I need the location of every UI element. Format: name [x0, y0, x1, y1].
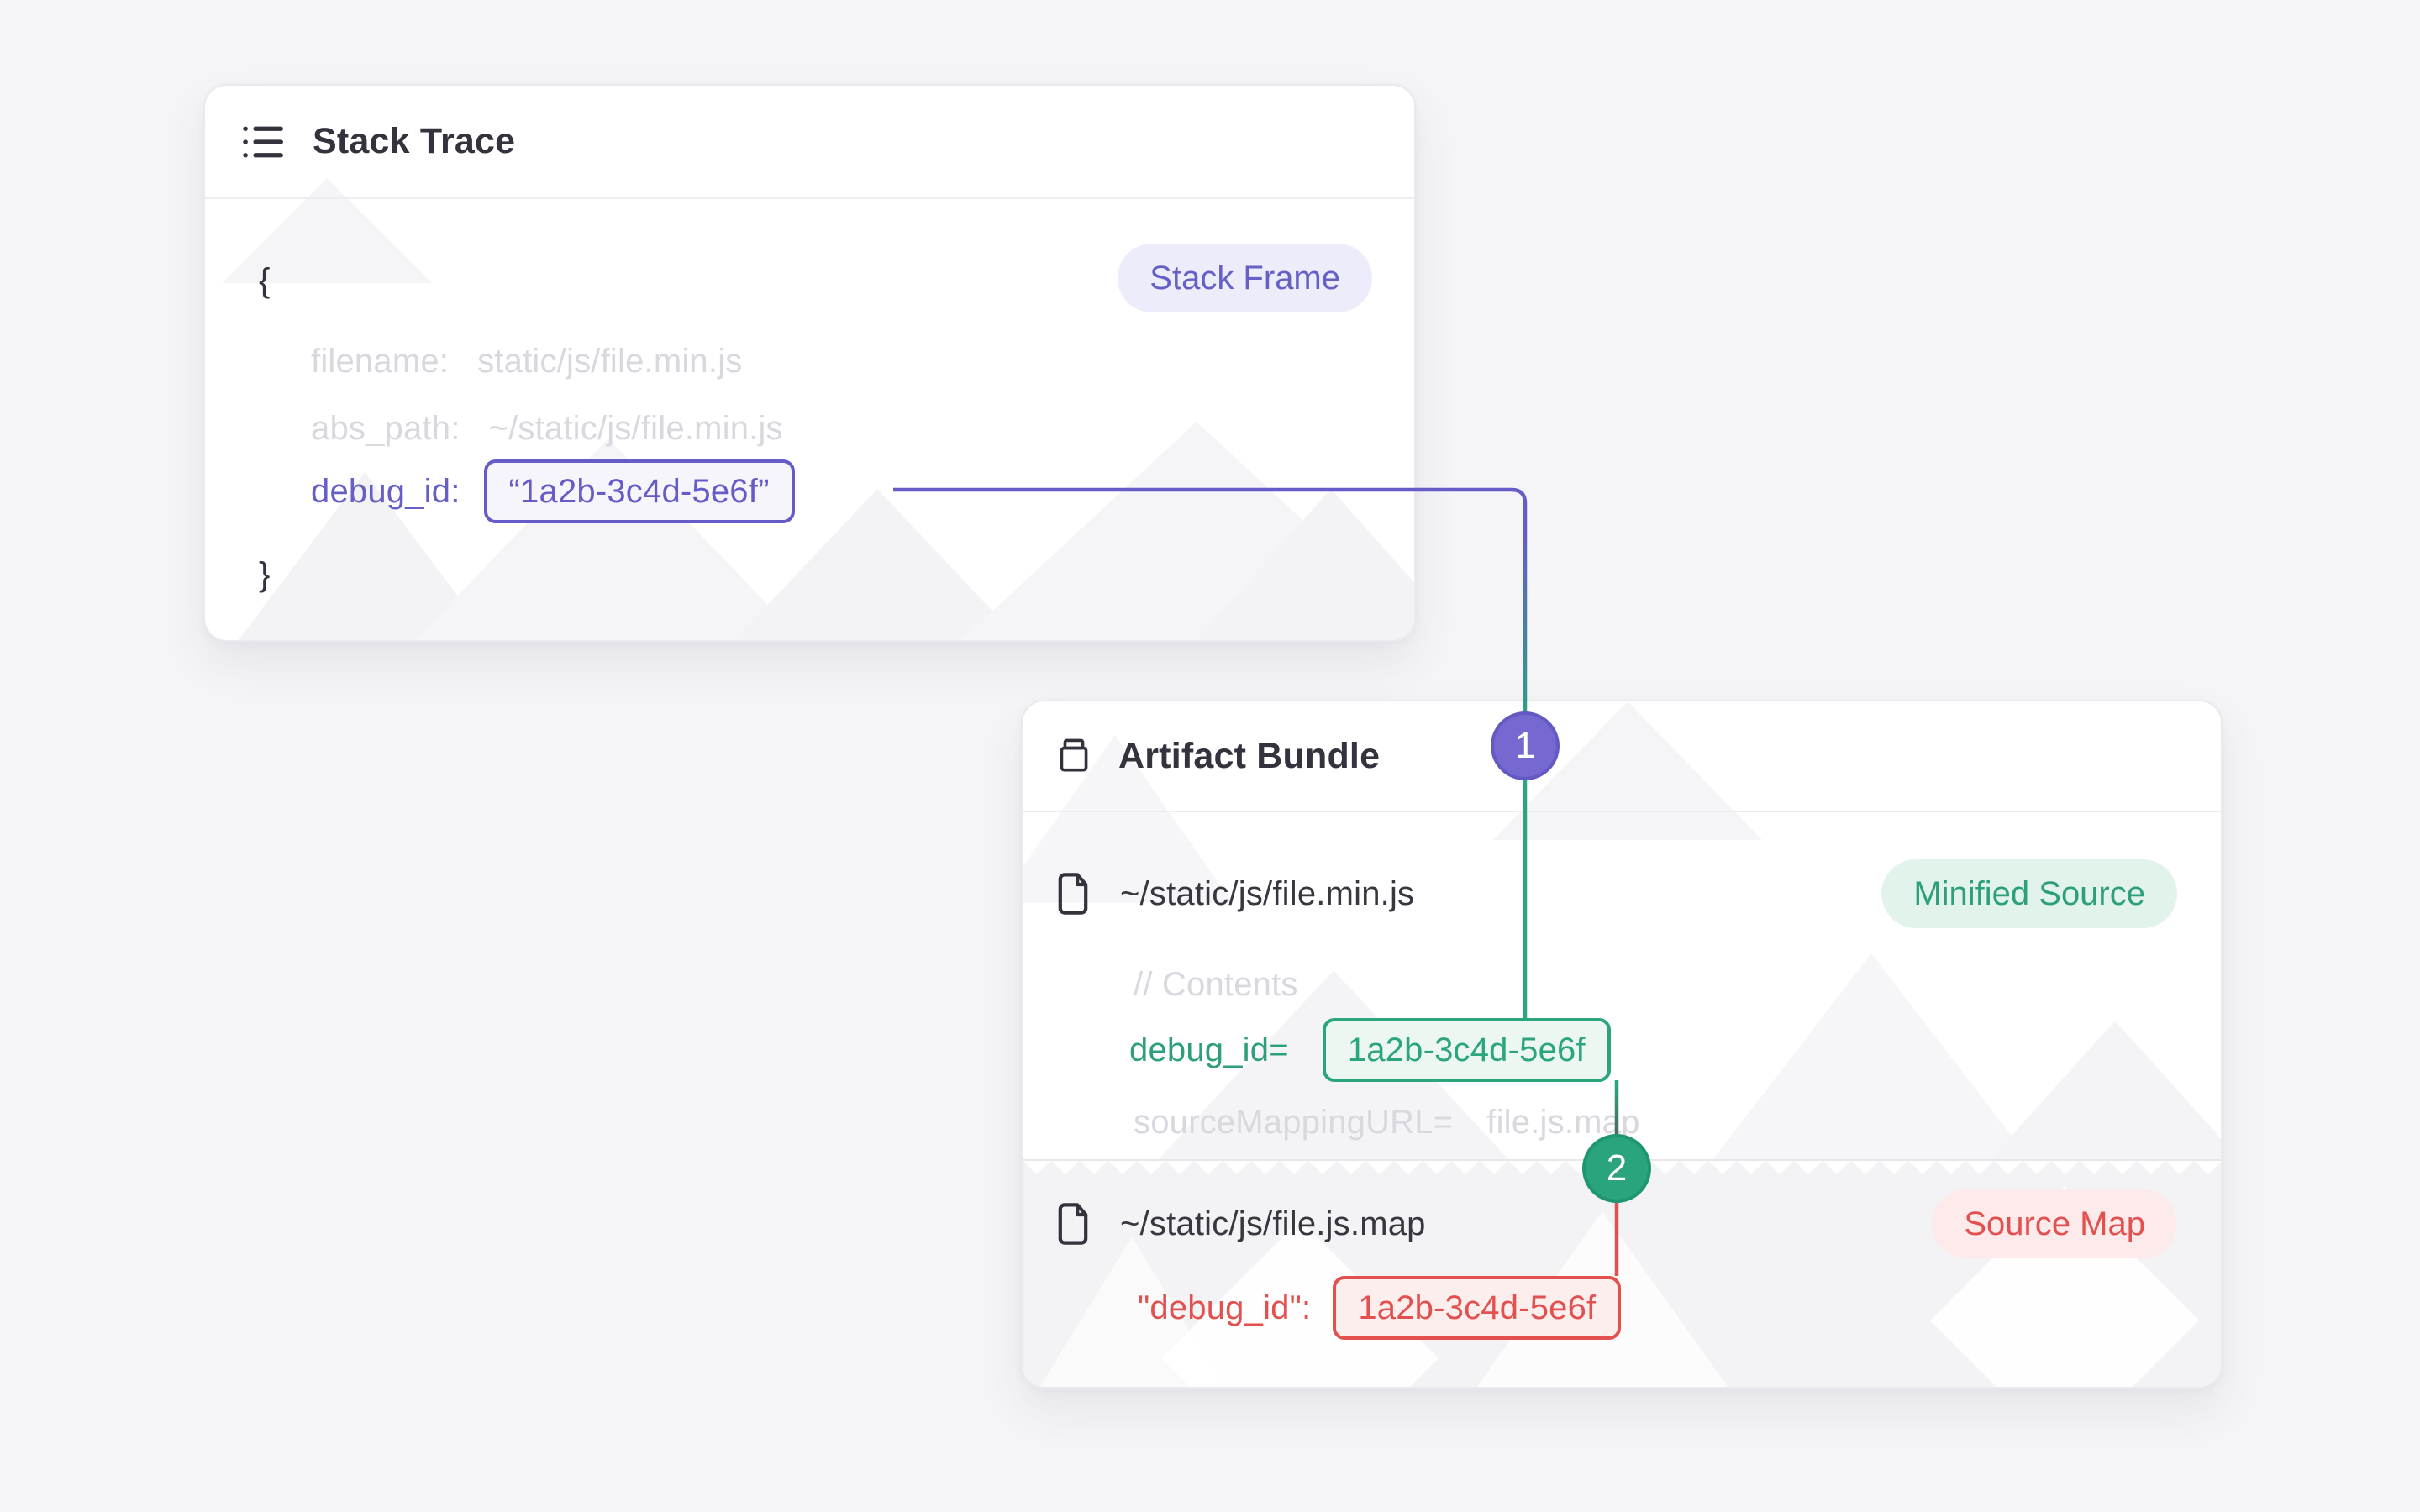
sourcemap-file-row: ~/static/js/file.js.map	[1055, 1189, 1426, 1258]
file-icon	[1055, 869, 1092, 918]
open-brace: {	[259, 261, 271, 299]
minified-file-path: ~/static/js/file.min.js	[1120, 874, 1415, 912]
source-mapping-url-label: sourceMappingURL=	[1134, 1103, 1454, 1141]
close-brace: }	[259, 555, 271, 593]
bundle-debug-id-value-box: 1a2b-3c4d-5e6f	[1322, 1018, 1611, 1082]
source-map-section: ~/static/js/file.js.map Source Map "debu…	[1023, 1159, 2221, 1387]
contents-comment-row: // Contents	[1134, 965, 1298, 1003]
stack-trace-title: Stack Trace	[313, 121, 516, 161]
debug-id-value-box: “1a2b-3c4d-5e6f”	[483, 459, 795, 523]
step-2-circle: 2	[1582, 1134, 1651, 1203]
filename-value: static/js/file.min.js	[477, 342, 743, 380]
sourcemap-debug-id-row: "debug_id": 1a2b-3c4d-5e6f	[1138, 1276, 1622, 1340]
bundle-debug-id-label: debug_id=	[1129, 1031, 1289, 1068]
debug-id-label: debug_id:	[311, 472, 460, 510]
step-2-number: 2	[1606, 1147, 1628, 1189]
minified-file-row: ~/static/js/file.min.js	[1055, 859, 1414, 928]
stack-frame-badge: Stack Frame	[1118, 244, 1372, 312]
filename-row: filename: static/js/file.min.js	[311, 334, 742, 388]
artifact-bundle-title: Artifact Bundle	[1118, 735, 1381, 776]
abs-path-row: abs_path: ~/static/js/file.min.js	[311, 402, 783, 455]
bundle-debug-id-row: debug_id= 1a2b-3c4d-5e6f	[1129, 1018, 1611, 1082]
step-1-circle: 1	[1491, 711, 1560, 780]
sourcemap-debug-id-value-box: 1a2b-3c4d-5e6f	[1333, 1276, 1622, 1340]
abs-path-value: ~/static/js/file.min.js	[488, 409, 783, 447]
sourcemap-debug-id-label: "debug_id":	[1138, 1289, 1312, 1326]
mountain-decoration	[1712, 953, 2031, 1161]
source-mapping-url-row: sourceMappingURL= file.js.map	[1134, 1097, 1640, 1147]
stack-trace-card: Stack Trace { Stack Frame filename: stat…	[203, 84, 1416, 642]
file-icon	[1055, 1200, 1092, 1248]
artifact-bundle-card: Artifact Bundle ~/static/js/file.min.js …	[1021, 700, 2223, 1389]
filename-label: filename:	[311, 342, 450, 380]
archive-box-icon	[1055, 736, 1093, 776]
step-1-number: 1	[1514, 725, 1536, 766]
artifact-bundle-header: Artifact Bundle	[1023, 701, 2221, 812]
stack-trace-header: Stack Trace	[205, 86, 1414, 199]
source-map-badge: Source Map	[1932, 1189, 2177, 1258]
abs-path-label: abs_path:	[311, 409, 460, 447]
mountain-decoration	[1989, 1021, 2221, 1161]
sourcemap-file-path: ~/static/js/file.js.map	[1120, 1205, 1426, 1242]
debug-id-row: debug_id: “1a2b-3c4d-5e6f”	[311, 459, 795, 523]
minified-source-badge: Minified Source	[1881, 859, 2177, 928]
list-icon	[240, 121, 286, 163]
